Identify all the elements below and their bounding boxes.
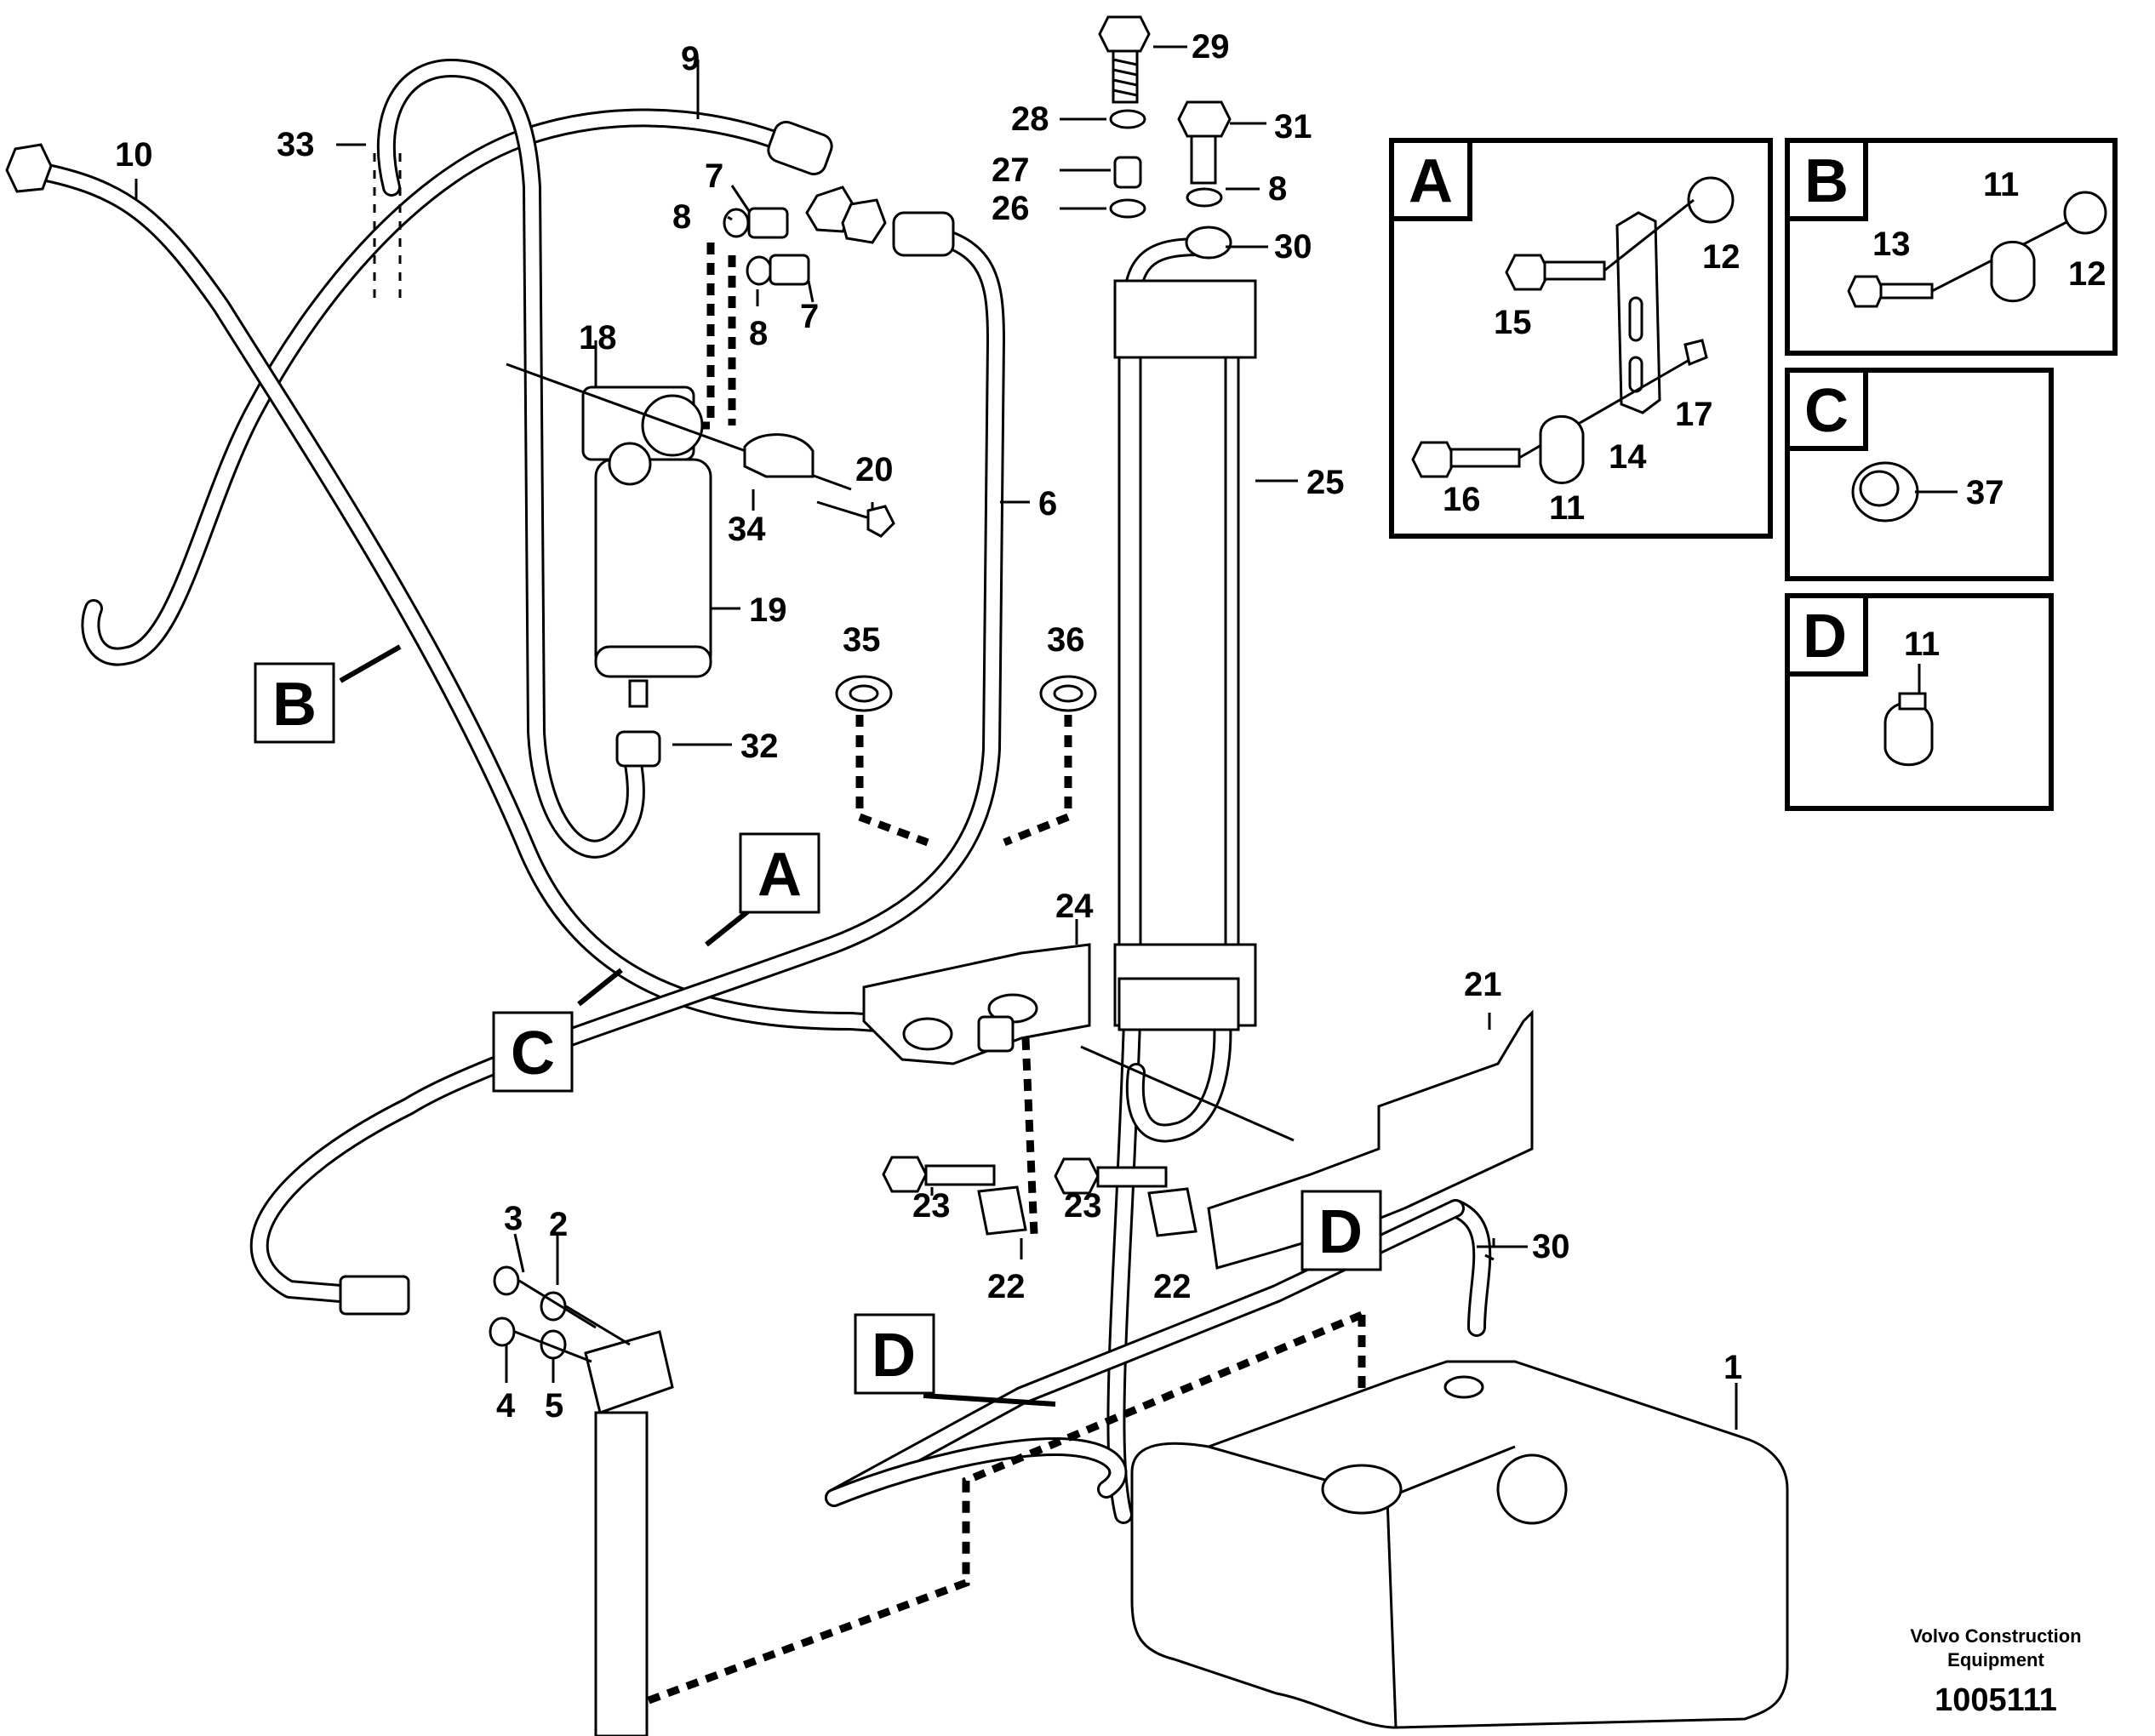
hose-10 xyxy=(5,143,988,1039)
fuel-cooler xyxy=(1113,279,1257,1031)
callout-9: 9 xyxy=(681,40,700,77)
hose-33 xyxy=(373,59,645,859)
panel-A-letter: A xyxy=(1409,147,1453,215)
bracket-24 xyxy=(862,943,1091,1065)
callout-28: 28 xyxy=(1011,100,1049,138)
fuel-tank xyxy=(1130,1360,1789,1729)
panel-C-label-37: 37 xyxy=(1966,474,2004,511)
callout-27: 27 xyxy=(992,151,1030,189)
callout-7-upper: 7 xyxy=(705,157,723,195)
callout-3: 3 xyxy=(504,1200,523,1237)
callout-8-top: 8 xyxy=(1268,170,1287,208)
panel-A-label-12: 12 xyxy=(1702,238,1741,276)
fittings-7-8 xyxy=(723,186,887,286)
callout-33: 33 xyxy=(277,126,315,163)
callout-1: 1 xyxy=(1723,1349,1742,1386)
panel-A-label-11: 11 xyxy=(1549,489,1585,527)
callout-32: 32 xyxy=(740,728,779,765)
callout-8-left: 8 xyxy=(672,198,691,236)
panel-A-label-14: 14 xyxy=(1609,438,1647,476)
callout-2: 2 xyxy=(549,1206,568,1243)
panel-D-letter: D xyxy=(1803,602,1847,671)
panel-A-label-17: 17 xyxy=(1675,396,1713,433)
footer-credit-line2: Equipment xyxy=(1947,1649,2044,1670)
callout-18: 18 xyxy=(579,319,617,357)
footer: Volvo Construction Equipment 1005111 xyxy=(1910,1625,2081,1718)
callout-10: 10 xyxy=(115,136,153,174)
view-marker-B: B xyxy=(272,671,317,739)
view-marker-D-left: D xyxy=(872,1322,916,1390)
view-marker-D-right: D xyxy=(1318,1198,1363,1266)
callout-26: 26 xyxy=(992,190,1030,227)
callout-6: 6 xyxy=(1038,485,1057,523)
hose-9 xyxy=(81,108,833,666)
callout-numbers: 29 28 27 26 31 8 30 9 33 10 7 8 8 7 18 2… xyxy=(115,28,1742,1425)
panel-B-label-12: 12 xyxy=(2068,255,2106,293)
callout-23-left: 23 xyxy=(912,1187,951,1225)
callout-21: 21 xyxy=(1464,966,1502,1003)
callout-36: 36 xyxy=(1047,621,1085,659)
callout-19: 19 xyxy=(749,591,787,629)
callout-34: 34 xyxy=(728,511,766,548)
callout-31: 31 xyxy=(1274,108,1312,146)
panel-B-label-11: 11 xyxy=(1983,166,2019,203)
callout-leaders xyxy=(134,45,1738,1430)
hose-6 xyxy=(249,211,1005,1316)
callout-29: 29 xyxy=(1192,28,1230,66)
detail-panel-B: B 11 13 12 xyxy=(1785,138,2118,356)
callout-7-lower: 7 xyxy=(800,298,819,335)
view-marker-A: A xyxy=(757,841,802,909)
panel-C-letter: C xyxy=(1804,377,1849,445)
detail-panel-D: D 11 xyxy=(1785,593,2054,811)
panel-B-letter: B xyxy=(1804,147,1849,215)
panel-A-label-16: 16 xyxy=(1443,481,1481,518)
panel-D-label-11: 11 xyxy=(1904,625,1940,663)
callout-5: 5 xyxy=(545,1387,563,1425)
callout-35: 35 xyxy=(843,621,881,659)
callout-30-bottom: 30 xyxy=(1532,1228,1570,1265)
grommets-35-36 xyxy=(835,675,1097,712)
panel-B-label-13: 13 xyxy=(1872,226,1911,263)
suction-pipe xyxy=(489,1265,674,1736)
callout-23-right: 23 xyxy=(1064,1187,1102,1225)
view-marker-C: C xyxy=(511,1019,555,1088)
callout-8-lower: 8 xyxy=(749,315,768,352)
callout-20: 20 xyxy=(855,451,894,488)
plate-21 xyxy=(1080,1009,1534,1270)
callout-22-right: 22 xyxy=(1153,1268,1192,1305)
callout-4: 4 xyxy=(496,1387,516,1425)
panel-A-label-15: 15 xyxy=(1494,304,1532,341)
detail-panel-C: C 37 xyxy=(1785,368,2054,581)
fuel-filter xyxy=(506,363,895,768)
footer-credit-line1: Volvo Construction xyxy=(1910,1625,2081,1647)
callout-22-left: 22 xyxy=(987,1268,1026,1305)
bolts-22-23 xyxy=(882,1156,1198,1237)
detail-panel-A: A 12 15 17 14 16 11 xyxy=(1389,138,1773,539)
callout-25: 25 xyxy=(1306,464,1345,501)
view-marker-boxes: B A C D D xyxy=(254,662,1382,1395)
callout-24: 24 xyxy=(1055,888,1094,925)
callout-30-top: 30 xyxy=(1274,228,1312,266)
footer-doc-number: 1005111 xyxy=(1935,1682,2057,1718)
